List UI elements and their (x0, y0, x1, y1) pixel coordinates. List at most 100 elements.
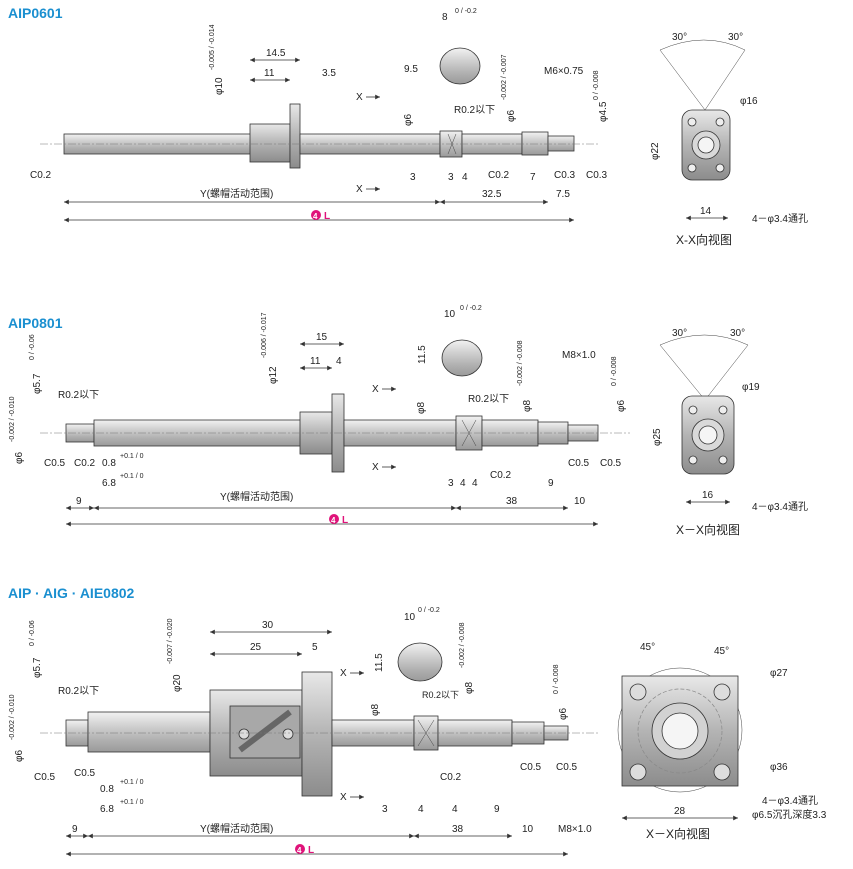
dim-11.5: 11.5 (417, 345, 428, 364)
tol: 0 / -0.06 (29, 620, 36, 646)
dim-0.8: 0.8 (100, 784, 114, 795)
dim-10: 10 (444, 309, 456, 320)
dim-phi6-left: φ6 (14, 452, 25, 464)
note-r0.2: R0.2以下 (58, 390, 99, 401)
dim-11: 11 (264, 68, 275, 79)
dim-38: 38 (452, 824, 464, 835)
dim-15: 15 (316, 332, 328, 343)
angle-30: 30° (672, 32, 687, 43)
chamfer-c0.2: C0.2 (490, 470, 512, 481)
dim-10: 10 (574, 496, 586, 507)
tol: 0 / -0.008 (553, 664, 560, 694)
section-aip0801: AIP0801 10 0 / -0.2 11.5 15 11 4 φ12 -0.… (8, 305, 808, 537)
section-title: AIP0601 (8, 5, 63, 21)
note-r0.2: R0.2以下 (454, 105, 495, 116)
screw-shaft (40, 393, 630, 473)
section-title: AIP0801 (8, 315, 63, 331)
flat-profile (441, 339, 483, 377)
badge-text: 4 (313, 212, 318, 221)
tol: -0.007 / -0.020 (167, 618, 174, 664)
dim-phi8b: φ8 (464, 682, 475, 694)
dim-25: 25 (250, 642, 262, 653)
dim-9: 9 (548, 478, 554, 489)
note-r0.2: R0.2以下 (58, 686, 99, 697)
dim-4: 4 (462, 172, 468, 183)
tol: +0.1 / 0 (120, 799, 144, 806)
view-caption: X－X向视图 (676, 522, 740, 537)
note-holes: 4－φ3.4通孔 (762, 795, 818, 807)
tol: 0 / -0.008 (593, 70, 600, 100)
dim-9.5: 9.5 (404, 64, 418, 75)
chamfer-c0.3: C0.3 (554, 170, 576, 181)
dim-phi5.7: φ5.7 (32, 373, 43, 394)
range-y: Y(螺帽活动范围) (200, 822, 273, 835)
dim-phi8: φ8 (416, 402, 427, 414)
section-aie0802: AIP · AIG · AIE0802 10 0 / -0.2 11.5 30 … (8, 585, 827, 857)
dim-11: 11 (310, 356, 321, 367)
chamfer-c0.2: C0.2 (488, 170, 510, 181)
tol: -0.002 / -0.010 (9, 694, 16, 740)
dim-phi20: φ20 (172, 674, 183, 692)
tol: -0.002 / -0.007 (501, 54, 508, 100)
xx-view-aie0802: 45° 45° φ27 φ36 28 4－φ3.4通孔 φ6.5沉孔深度3.3 … (617, 642, 827, 841)
xx-view-aip0801: 30° 30° φ19 φ25 16 4－φ3.4通孔 X－X向视图 (652, 328, 808, 537)
dim-4: 4 (336, 356, 342, 367)
dim-phi6-left: φ6 (14, 750, 25, 762)
dim-4: 4 (418, 804, 424, 815)
badge-text: 4 (331, 516, 336, 525)
note-r0.2: R0.2以下 (468, 394, 509, 405)
tol: 0 / -0.2 (418, 607, 440, 614)
badge-text: 4 (297, 846, 302, 855)
view-caption: X-X向视图 (676, 232, 732, 247)
dim-30: 30 (262, 620, 274, 631)
angle-30: 30° (728, 32, 743, 43)
dim-4: 4 (452, 804, 458, 815)
chamfer-c0.5: C0.5 (520, 762, 542, 773)
chamfer-c0.2: C0.2 (74, 458, 96, 469)
dim-9: 9 (76, 496, 82, 507)
section-mark-x: X (356, 92, 363, 103)
dim-4: 4 (460, 478, 466, 489)
tol: +0.1 / 0 (120, 779, 144, 786)
dim-phi36: φ36 (770, 762, 788, 773)
dim-14.5: 14.5 (266, 48, 286, 59)
dim-0.8: 0.8 (102, 458, 116, 469)
chamfer-c0.5: C0.5 (44, 458, 66, 469)
angle-45: 45° (714, 646, 729, 657)
range-y: Y(螺帽活动范围) (200, 187, 273, 200)
dim-10: 10 (404, 612, 416, 623)
angle-45: 45° (640, 642, 655, 653)
dim-9: 9 (494, 804, 500, 815)
section-mark-x: X (356, 184, 363, 195)
dim-5: 5 (312, 642, 318, 653)
tol: 0 / -0.2 (460, 305, 482, 312)
note-holes: 4－φ3.4通孔 (752, 501, 808, 513)
dim-3: 3 (448, 478, 454, 489)
dim-phi5.7: φ5.7 (32, 657, 43, 678)
tol: 0 / -0.008 (611, 356, 618, 386)
length-L: L (308, 845, 314, 856)
tol: +0.1 / 0 (120, 473, 144, 480)
tol: -0.002 / -0.008 (517, 340, 524, 386)
dim-phi8b: φ8 (522, 400, 533, 412)
screw-shaft (40, 671, 600, 797)
flat-profile (439, 47, 481, 85)
dim-32.5: 32.5 (482, 189, 502, 200)
length-L: L (324, 211, 330, 222)
range-y: Y(螺帽活动范围) (220, 490, 293, 503)
dim-phi6: φ6 (558, 708, 569, 720)
nut-flange (301, 671, 333, 797)
screw-shaft (40, 103, 600, 169)
dim-7.5: 7.5 (556, 189, 570, 200)
dim-3: 3 (382, 804, 388, 815)
chamfer-c0.3: C0.3 (586, 170, 608, 181)
section-mark-x: X (340, 668, 347, 679)
dim-8: 8 (442, 12, 448, 23)
dim-phi8: φ8 (370, 704, 381, 716)
dim-phi22: φ22 (650, 142, 661, 160)
dim-9: 9 (72, 824, 78, 835)
length-L: L (342, 515, 348, 526)
tol: 0 / -0.2 (455, 8, 477, 15)
